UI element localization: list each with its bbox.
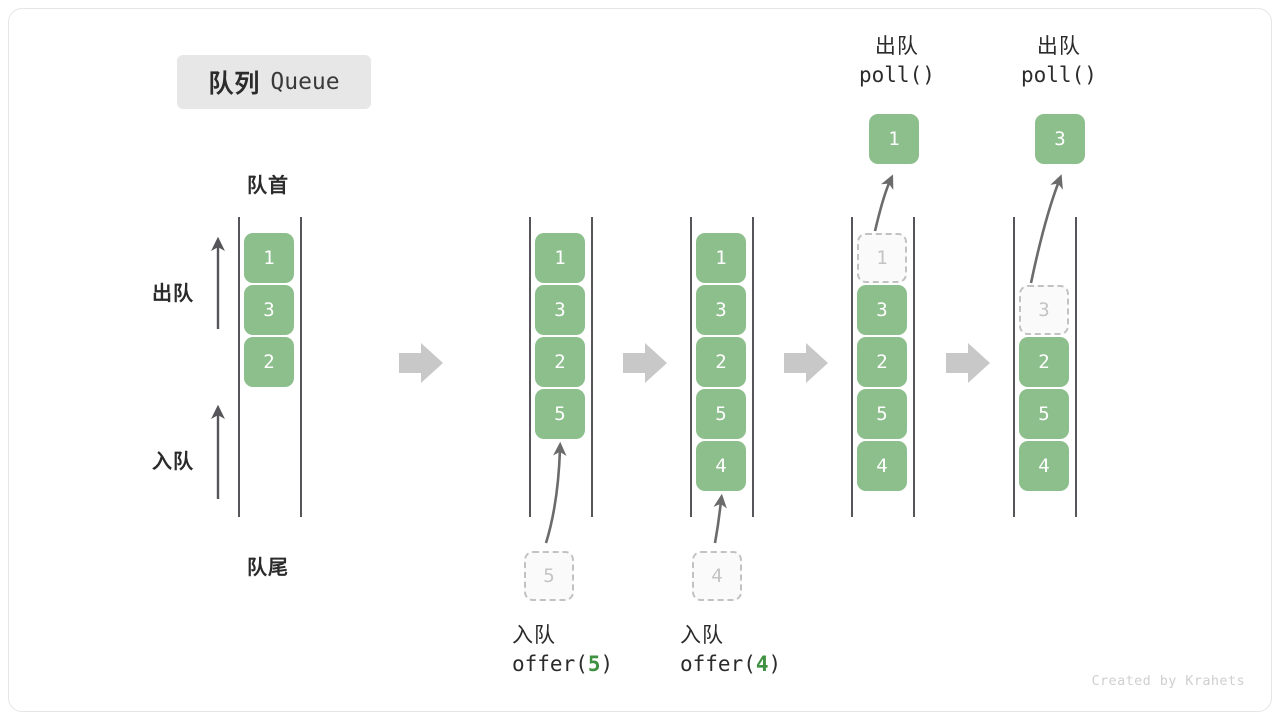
queue-slot: 1	[696, 233, 746, 283]
queue-slot: 4	[1019, 441, 1069, 491]
caption-code: offer(5)	[512, 650, 613, 678]
title-cn: 队列	[208, 70, 261, 98]
label-dequeue: 出队	[152, 283, 194, 305]
queue-rail-left-3	[690, 217, 692, 517]
caption-offer-5: 入队 offer(5)	[512, 622, 613, 678]
caption-fn: offer(	[512, 652, 588, 677]
step-arrow	[623, 343, 667, 383]
step-arrow	[946, 343, 990, 383]
label-front: 队首	[247, 175, 289, 197]
queue-rail-right-4	[913, 217, 915, 517]
caption-cn: 出队	[874, 35, 919, 58]
title-badge: 队列 Queue	[177, 55, 371, 109]
queue-rail-right-1	[300, 217, 302, 517]
caption-close: )	[600, 652, 614, 677]
outgoing-element: 1	[869, 114, 919, 164]
caption-code: offer(4)	[680, 650, 781, 678]
queue-slot: 5	[696, 389, 746, 439]
caption-poll-3: 出队 poll()	[1021, 33, 1097, 89]
caption-cn: 出队	[1036, 35, 1081, 58]
enqueue-motion-arrow	[713, 493, 727, 544]
queue-slot: 1	[244, 233, 294, 283]
step-arrow	[399, 343, 443, 383]
incoming-element: 4	[692, 551, 742, 601]
dequeue-motion-arrow	[1029, 174, 1063, 284]
queue-slot: 2	[857, 337, 907, 387]
caption-code: poll()	[1021, 63, 1097, 88]
diagram-card: 队列 Queue 队首 队尾 出队 入队 1 3 2 1 3 2 5 5 入队 …	[8, 8, 1272, 712]
caption-close: )	[768, 652, 782, 677]
label-rear: 队尾	[247, 557, 289, 579]
credit-text: Created by Krahets	[1091, 673, 1245, 689]
caption-cn: 入队	[680, 624, 724, 647]
title-en: Queue	[270, 69, 340, 95]
queue-slot: 3	[1019, 285, 1069, 335]
queue-slot: 1	[535, 233, 585, 283]
caption-arg: 5	[587, 652, 601, 677]
label-enqueue: 入队	[152, 451, 194, 473]
queue-rail-right-2	[591, 217, 593, 517]
step-arrow	[784, 343, 828, 383]
queue-slot: 4	[857, 441, 907, 491]
queue-slot: 2	[244, 337, 294, 387]
queue-slot: 3	[244, 285, 294, 335]
queue-rail-left-2	[529, 217, 531, 517]
queue-slot: 5	[1019, 389, 1069, 439]
incoming-element: 5	[524, 551, 574, 601]
queue-slot: 1	[857, 233, 907, 283]
queue-rail-right-5	[1075, 217, 1077, 517]
queue-slot: 5	[857, 389, 907, 439]
queue-slot: 2	[1019, 337, 1069, 387]
caption-cn: 入队	[512, 624, 556, 647]
caption-poll-1: 出队 poll()	[859, 33, 935, 89]
arrows-overlay	[211, 174, 1063, 544]
queue-rail-right-3	[752, 217, 754, 517]
queue-slot: 5	[535, 389, 585, 439]
queue-slot: 2	[696, 337, 746, 387]
caption-offer-4: 入队 offer(4)	[680, 622, 781, 678]
queue-rail-left-5	[1013, 217, 1015, 517]
queue-slot: 4	[696, 441, 746, 491]
queue-rail-left-1	[238, 217, 240, 517]
queue-rail-left-4	[851, 217, 853, 517]
caption-code: poll()	[859, 63, 935, 88]
dequeue-motion-arrow	[873, 174, 894, 232]
queue-slot: 2	[535, 337, 585, 387]
outgoing-element: 3	[1035, 114, 1085, 164]
caption-fn: offer(	[680, 652, 756, 677]
queue-slot: 3	[696, 285, 746, 335]
queue-slot: 3	[535, 285, 585, 335]
enqueue-motion-arrow	[544, 441, 567, 544]
caption-arg: 4	[755, 652, 769, 677]
queue-slot: 3	[857, 285, 907, 335]
